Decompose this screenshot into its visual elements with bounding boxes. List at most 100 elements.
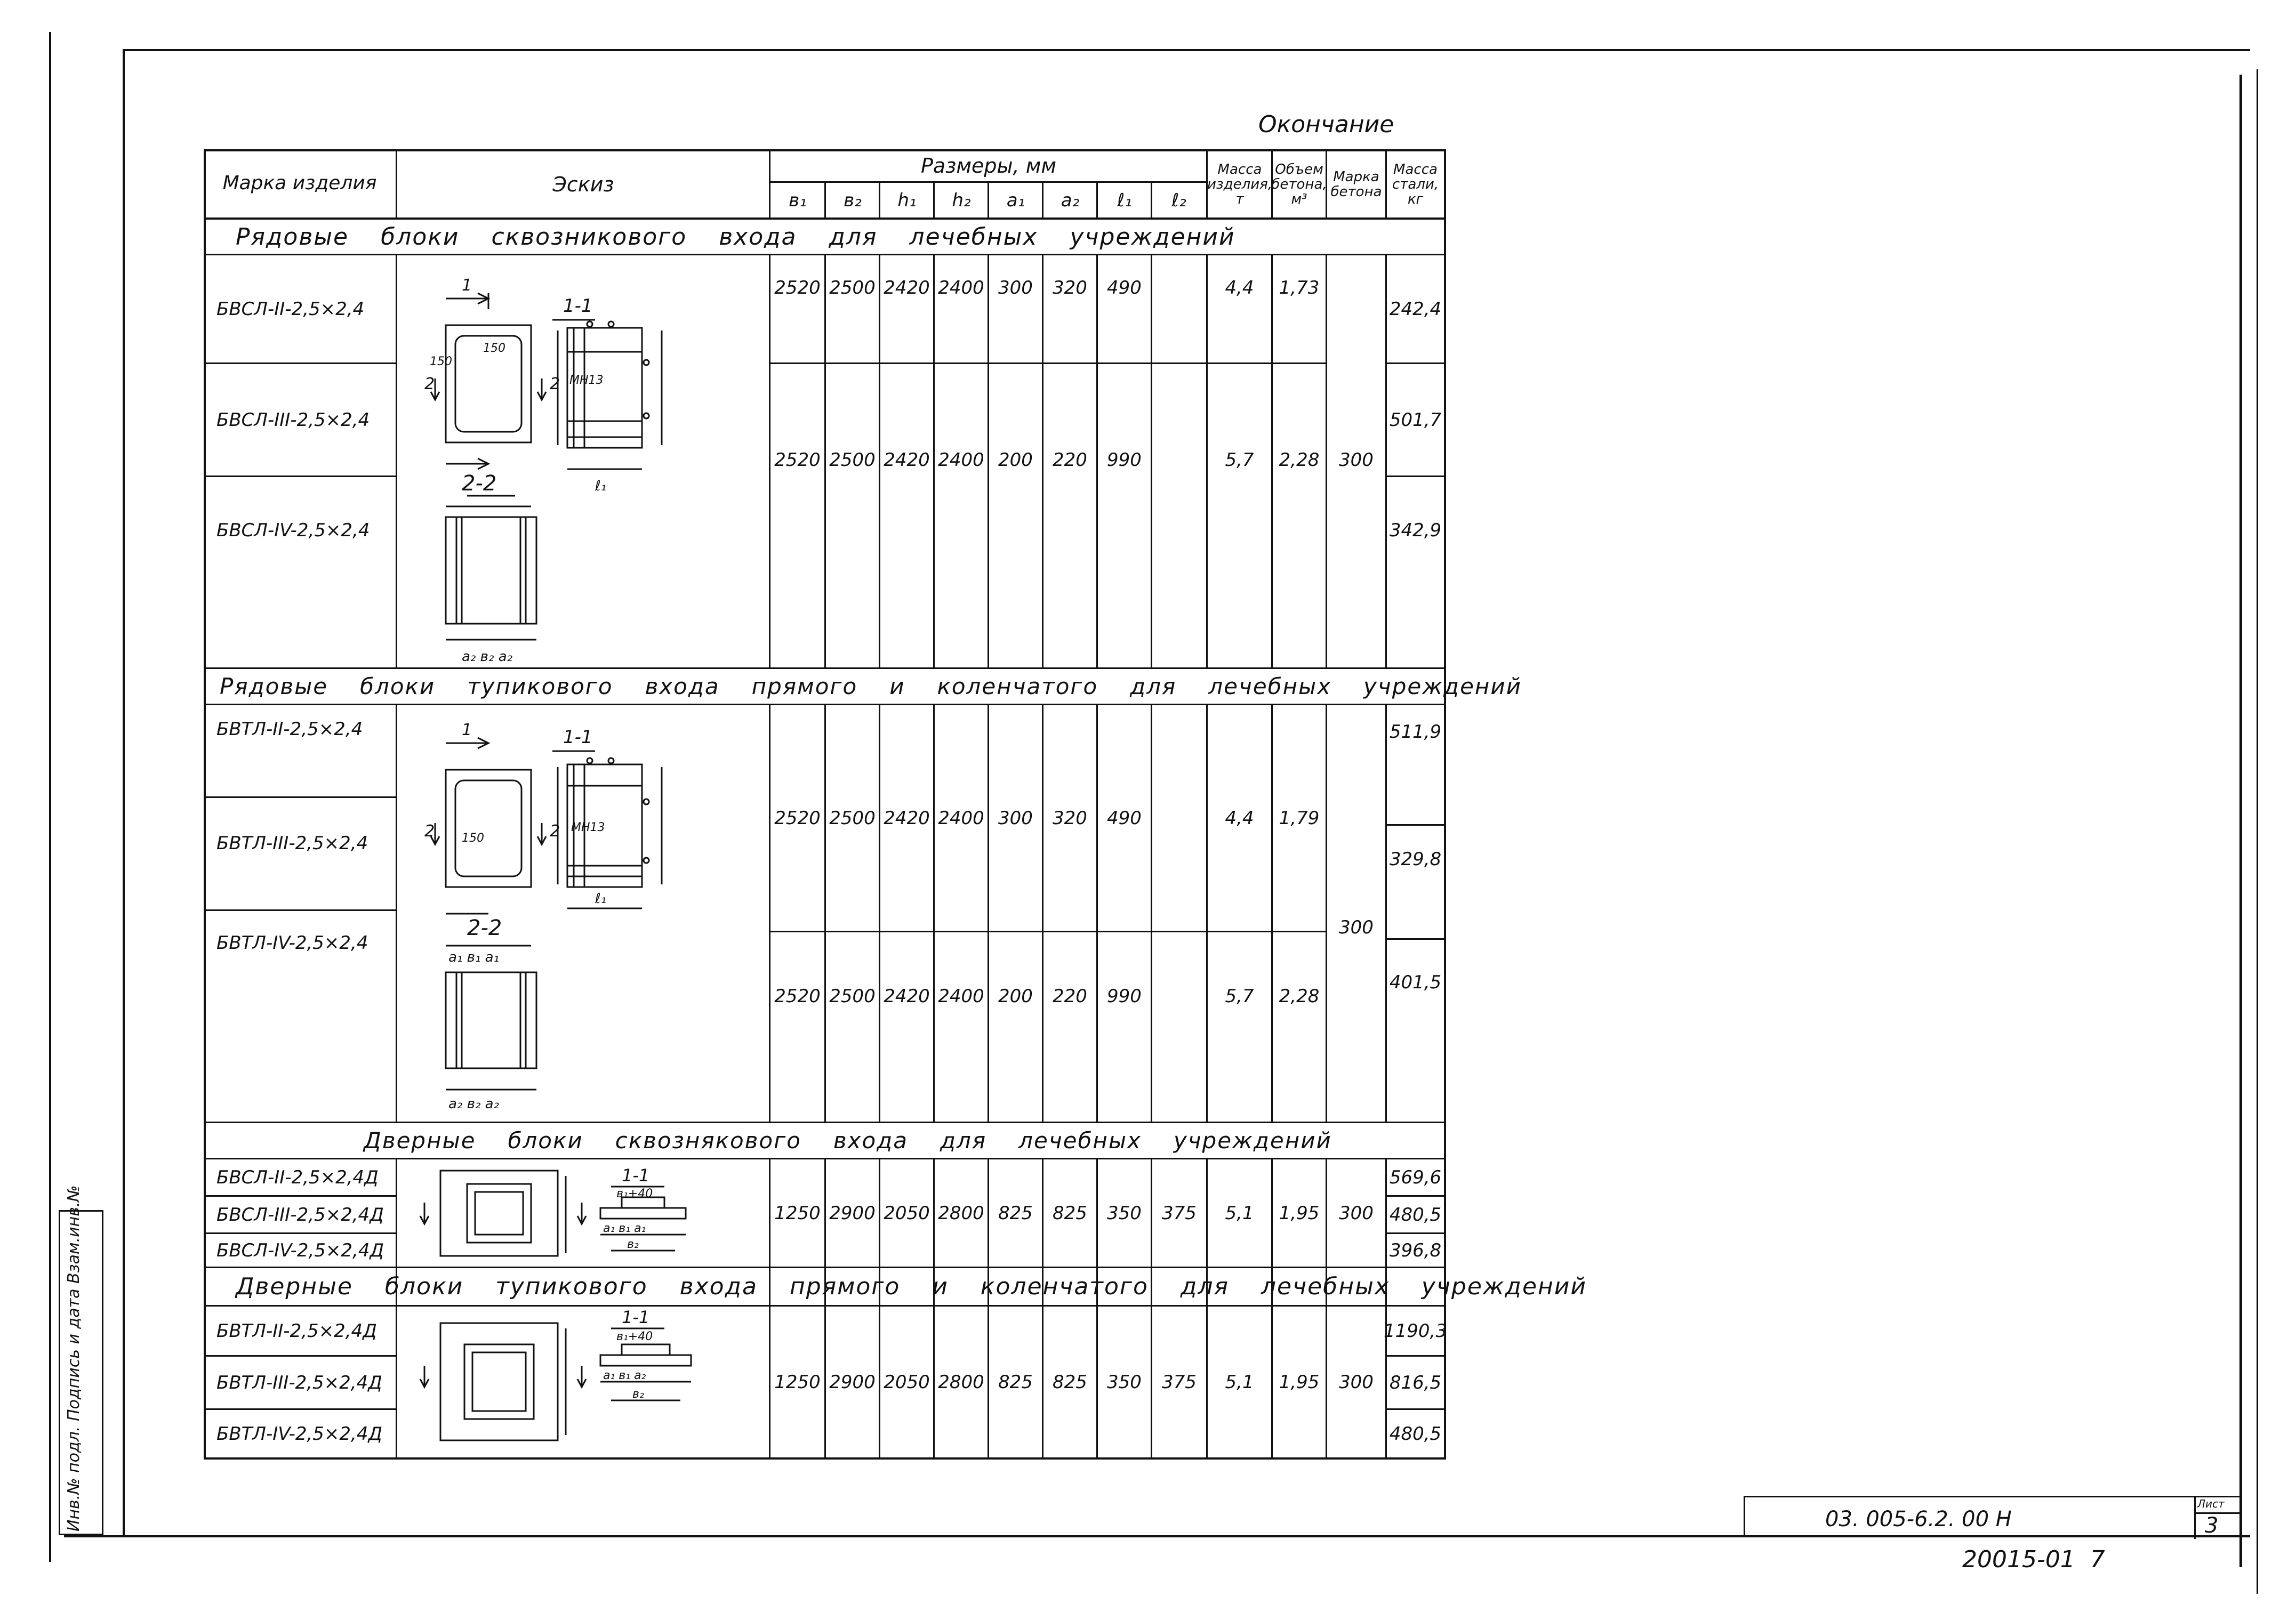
- frame-top-line: [123, 49, 2250, 51]
- svg-text:a₂ в₂ a₂: a₂ в₂ a₂: [462, 649, 512, 665]
- s2b-h2: 2400: [938, 986, 984, 1007]
- page-title: Окончание: [1258, 111, 1394, 138]
- svg-text:150: 150: [430, 355, 452, 368]
- s1a-h1: 2420: [884, 277, 930, 299]
- svg-text:2: 2: [424, 375, 435, 393]
- s2b-l1: 990: [1107, 986, 1142, 1007]
- svg-text:2: 2: [550, 822, 560, 841]
- s2b-a2: 220: [1053, 986, 1087, 1007]
- frame-bottom-line: [64, 1535, 2250, 1537]
- left-margin-line: [49, 32, 51, 1562]
- sheet-label: Лист: [2197, 1497, 2225, 1510]
- header-col-b2: в₂: [844, 190, 862, 211]
- s4-b2: 2900: [829, 1371, 876, 1393]
- s4-mass: 5,1: [1225, 1371, 1254, 1393]
- s1b-b2: 2500: [829, 449, 876, 471]
- s1a-a2: 320: [1053, 277, 1087, 299]
- svg-text:МН13: МН13: [571, 821, 605, 834]
- s1b-a1: 200: [998, 449, 1033, 471]
- mark-s3-r2: БВСЛ-III-2,5×2,4Д: [216, 1204, 384, 1226]
- header-sizes: Размеры, мм: [920, 154, 1057, 178]
- s2a-a1: 300: [998, 807, 1033, 829]
- svg-text:2: 2: [550, 375, 560, 393]
- s3-volume: 1,95: [1279, 1202, 1320, 1224]
- s1b-volume: 2,28: [1279, 449, 1320, 471]
- header-col-h1: h₁: [897, 190, 917, 211]
- svg-text:a₁ в₁ a₁: a₁ в₁ a₁: [448, 949, 499, 965]
- header-col-l1: ℓ₁: [1117, 190, 1132, 211]
- s2a-h2: 2400: [938, 807, 984, 829]
- sketch-s3: 1-1 в₁+40 a₁ в₁ a₁ в₂: [419, 1165, 687, 1257]
- s4-steel-r2: 816,5: [1389, 1372, 1442, 1393]
- s1b-a2: 220: [1053, 449, 1087, 471]
- sketch-s1-sec1-label: 1: [462, 276, 472, 295]
- product-table: Марка изделия Эскиз Размеры, мм в₁ в₂ h₁…: [204, 149, 1587, 1460]
- mark-s4-r1: БВТЛ-II-2,5×2,4Д: [216, 1320, 377, 1342]
- s2-steel-r2: 329,8: [1389, 848, 1442, 870]
- s2a-b1: 2520: [774, 807, 821, 829]
- svg-text:1-1: 1-1: [622, 1165, 649, 1186]
- frame-right-line: [2239, 75, 2242, 1567]
- s2-steel-r3: 401,5: [1389, 972, 1442, 993]
- mark-s3-r1: БВСЛ-II-2,5×2,4Д: [216, 1166, 379, 1188]
- s3-h1: 2050: [884, 1202, 930, 1224]
- s4-a2: 825: [1053, 1371, 1087, 1393]
- side-stamp-text: Инв.№ подл. Подпись и дата Взам.инв.№: [65, 1185, 83, 1532]
- s3-l2: 375: [1162, 1202, 1197, 1224]
- svg-text:2-2: 2-2: [462, 471, 496, 496]
- header-col-l2: ℓ₂: [1171, 190, 1186, 211]
- s1-steel-r3: 342,9: [1389, 520, 1442, 541]
- s2b-mass: 5,7: [1225, 986, 1254, 1007]
- frame-left-line: [123, 49, 125, 1536]
- sketch-s4: 1-1 в₁+40 a₁ в₁ a₂ в₂: [419, 1307, 692, 1441]
- s3-b1: 1250: [774, 1202, 821, 1224]
- sketch-s1-sec11-label: 1-1: [563, 295, 593, 317]
- header-col-a1: a₁: [1006, 190, 1025, 211]
- s1b-mass: 5,7: [1225, 449, 1254, 471]
- svg-text:в₁+40: в₁+40: [616, 1330, 653, 1343]
- svg-text:в₁+40: в₁+40: [616, 1187, 653, 1200]
- svg-text:a₁ в₁ a₂: a₁ в₁ a₂: [603, 1369, 646, 1382]
- svg-text:150: 150: [483, 342, 505, 355]
- svg-text:ℓ₁: ℓ₁: [595, 891, 606, 907]
- order-number: 20015-01 7: [1962, 1546, 2105, 1573]
- s1a-l1: 490: [1107, 277, 1142, 299]
- svg-text:150: 150: [462, 832, 484, 845]
- svg-text:1-1: 1-1: [622, 1307, 649, 1327]
- s3-steel-r2: 480,5: [1389, 1204, 1442, 1226]
- s1a-volume: 1,73: [1279, 277, 1320, 299]
- s1a-h2: 2400: [938, 277, 984, 299]
- s3-h2: 2800: [938, 1202, 984, 1224]
- s3-a1: 825: [998, 1202, 1033, 1224]
- s4-a1: 825: [998, 1371, 1033, 1393]
- svg-text:1: 1: [462, 721, 472, 739]
- s1a-a1: 300: [998, 277, 1033, 299]
- s4-steel-r3: 480,5: [1389, 1423, 1442, 1445]
- s3-l1: 350: [1107, 1202, 1142, 1224]
- svg-text:МН13: МН13: [569, 374, 604, 387]
- svg-text:a₂ в₂ a₂: a₂ в₂ a₂: [448, 1096, 499, 1112]
- s2-concrete: 300: [1339, 917, 1374, 938]
- s2-steel-r1: 511,9: [1389, 721, 1442, 743]
- s4-h1: 2050: [884, 1371, 930, 1393]
- frame-right-line-outer: [2257, 69, 2258, 1594]
- s4-volume: 1,95: [1279, 1371, 1320, 1393]
- mark-s1-r2: БВСЛ-III-2,5×2,4: [216, 409, 370, 431]
- mark-s3-r3: БВСЛ-IV-2,5×2,4Д: [216, 1239, 384, 1261]
- s4-l2: 375: [1162, 1371, 1197, 1393]
- s3-a2: 825: [1053, 1202, 1087, 1224]
- s1a-mass: 4,4: [1225, 277, 1254, 299]
- svg-text:в₂: в₂: [627, 1238, 639, 1251]
- s2a-mass: 4,4: [1225, 807, 1254, 829]
- s2a-l1: 490: [1107, 807, 1142, 829]
- s2a-b2: 2500: [829, 807, 876, 829]
- s1b-l1: 990: [1107, 449, 1142, 471]
- header-col-b1: в₁: [789, 190, 807, 211]
- svg-text:2: 2: [424, 822, 435, 841]
- s1a-b1: 2520: [774, 277, 821, 299]
- s1b-h1: 2420: [884, 449, 930, 471]
- doc-code: 03. 005-6.2. 00 Н: [1825, 1507, 2012, 1532]
- svg-text:1-1: 1-1: [563, 727, 593, 748]
- svg-text:a₁ в₁ a₁: a₁ в₁ a₁: [603, 1222, 646, 1235]
